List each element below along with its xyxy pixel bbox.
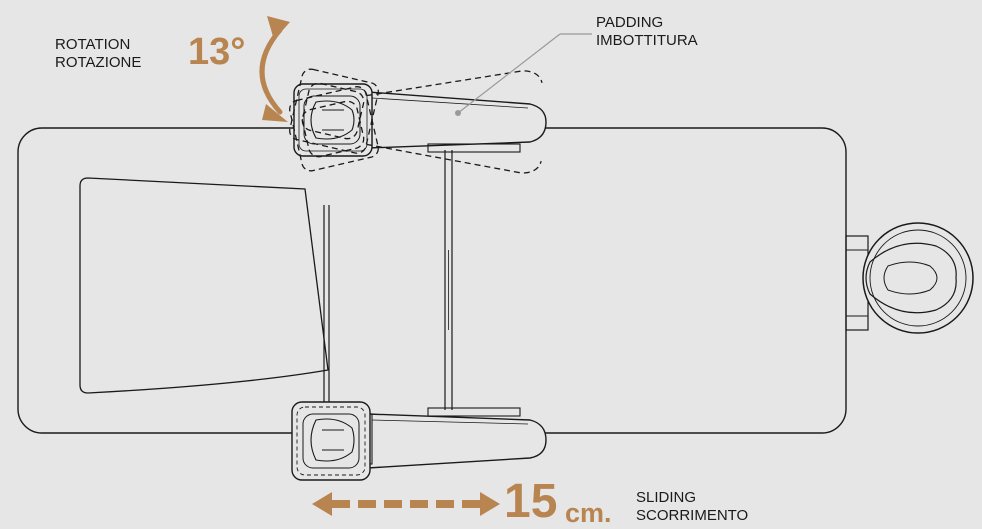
inner-panel [79, 177, 329, 394]
sliding-unit: cm. [565, 498, 612, 528]
armrest-rotated-ghost-down [289, 68, 542, 174]
table-top [17, 127, 847, 434]
padding-label-en: PADDING [596, 14, 664, 31]
rotation-value: 13° [188, 31, 246, 73]
sliding-label-it: SCORRIMENTO [636, 507, 749, 524]
face-cradle [845, 222, 974, 334]
sliding-value: 15 [504, 475, 558, 528]
sliding-rails [323, 150, 453, 410]
bottom-armrest [291, 401, 547, 481]
sliding-arrow-icon [312, 492, 500, 516]
top-armrest [293, 83, 547, 157]
sliding-label-en: SLIDING [636, 489, 697, 506]
rotation-label-en: ROTATION [55, 36, 131, 53]
padding-label-it: IMBOTTITURA [596, 32, 698, 49]
padding-leader [455, 33, 592, 116]
rotation-arrow-icon [259, 16, 290, 122]
rotation-label-it: ROTAZIONE [55, 54, 142, 71]
